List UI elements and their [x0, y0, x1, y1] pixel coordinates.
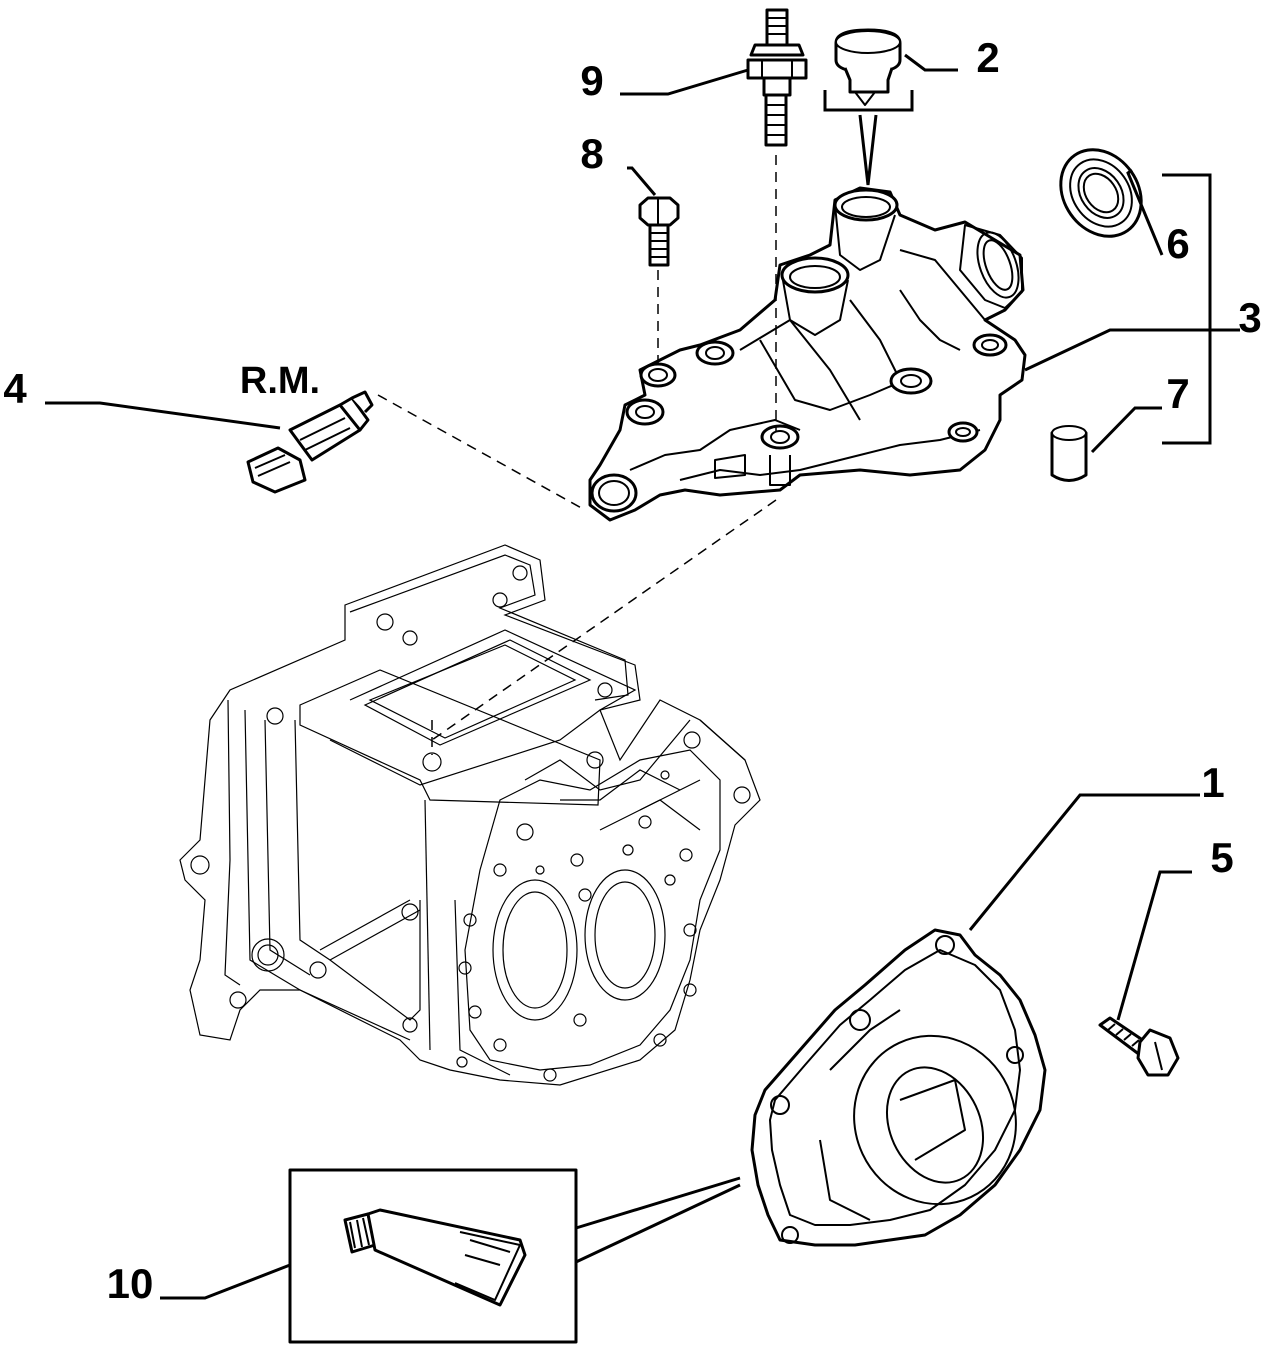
callout-4: 4: [3, 365, 27, 412]
temperature-sensor-part-4: [246, 390, 374, 494]
cap-part-2: [823, 28, 914, 186]
pump-housing: [588, 186, 1027, 522]
seal-ring-part-6: [1059, 148, 1143, 238]
cover-part-1: [750, 928, 1047, 1247]
screw-part-5: [1098, 1016, 1180, 1077]
callout-rm-note: R.M.: [240, 360, 320, 402]
bolt-part-8: [638, 196, 680, 267]
callout-6: 6: [1166, 220, 1189, 267]
stud-part-9: [746, 8, 808, 147]
callout-8: 8: [580, 130, 603, 177]
sealant-tube-part-10: [288, 1168, 741, 1344]
callout-labels: 1 2 3 4 5 6 7 8 9 10 R.M.: [3, 34, 1261, 1307]
callout-7: 7: [1166, 370, 1189, 417]
dowel-part-7: [1050, 425, 1088, 482]
callout-1: 1: [1201, 759, 1224, 806]
assembly-guide-lines: [377, 155, 777, 755]
callout-5: 5: [1210, 834, 1233, 881]
gearbox-housing: [179, 544, 761, 1086]
callout-10: 10: [107, 1260, 154, 1307]
leader-lines: [45, 53, 1240, 1300]
callout-2: 2: [976, 34, 999, 81]
callout-9: 9: [580, 57, 603, 104]
callout-3: 3: [1238, 294, 1261, 341]
